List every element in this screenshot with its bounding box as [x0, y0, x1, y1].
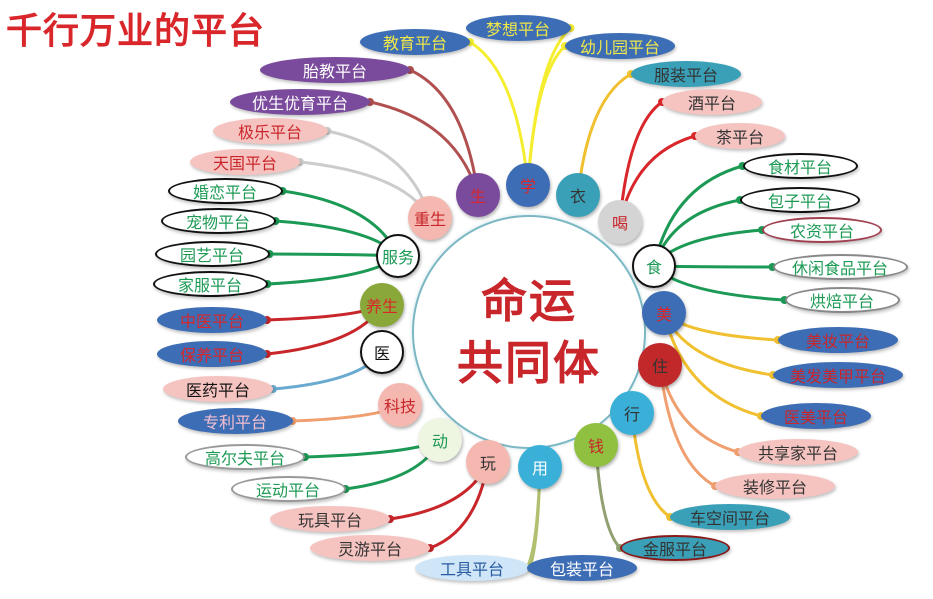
platform-node[interactable]: 休闲食品平台	[772, 254, 908, 280]
category-node[interactable]: 住	[638, 343, 682, 387]
center-text-line2: 共同体	[457, 336, 601, 390]
platform-node[interactable]: 胎教平台	[260, 57, 410, 83]
center-circle: 命运 共同体	[412, 215, 646, 449]
platform-node[interactable]: 园艺平台	[154, 241, 270, 267]
category-node[interactable]: 玩	[466, 440, 510, 484]
category-node[interactable]: 衣	[556, 173, 600, 217]
category-node[interactable]: 动	[418, 418, 462, 462]
platform-node[interactable]: 服装平台	[631, 61, 741, 87]
connector-arrow	[526, 26, 572, 186]
page-title: 千行万业的平台	[6, 11, 266, 52]
platform-node[interactable]: 家服平台	[152, 271, 268, 297]
platform-node[interactable]: 烘焙平台	[784, 287, 900, 313]
category-node[interactable]: 行	[610, 391, 654, 435]
platform-node[interactable]: 美妆平台	[778, 327, 898, 353]
platform-node[interactable]: 梦想平台	[465, 15, 571, 41]
platform-node[interactable]: 装修平台	[715, 473, 835, 499]
platform-node[interactable]: 优生优育平台	[230, 89, 370, 115]
platform-node[interactable]: 包装平台	[527, 555, 637, 581]
connector-arrow	[469, 40, 530, 186]
platform-node[interactable]: 保养平台	[157, 341, 267, 367]
platform-node[interactable]: 婚恋平台	[167, 178, 283, 204]
platform-node[interactable]: 农资平台	[762, 217, 882, 243]
platform-node[interactable]: 中医平台	[157, 307, 267, 333]
category-node[interactable]: 重生	[408, 196, 452, 240]
platform-node[interactable]: 医美平台	[761, 403, 871, 429]
platform-node[interactable]: 医药平台	[163, 376, 273, 402]
platform-node[interactable]: 极乐平台	[212, 118, 328, 144]
platform-node[interactable]: 天国平台	[190, 149, 300, 175]
category-node[interactable]: 生	[456, 173, 500, 217]
platform-node[interactable]: 玩具平台	[270, 506, 390, 532]
platform-node[interactable]: 金服平台	[620, 535, 730, 561]
platform-node[interactable]: 教育平台	[360, 29, 470, 55]
category-node[interactable]: 学	[506, 163, 550, 207]
platform-node[interactable]: 幼儿园平台	[565, 33, 675, 59]
category-node[interactable]: 用	[518, 445, 562, 489]
category-node[interactable]: 医	[360, 330, 404, 374]
platform-node[interactable]: 专利平台	[177, 408, 293, 434]
category-node[interactable]: 钱	[574, 423, 618, 467]
platform-node[interactable]: 茶平台	[695, 123, 785, 149]
category-node[interactable]: 科技	[378, 383, 422, 427]
platform-node[interactable]: 灵游平台	[310, 535, 430, 561]
platform-node[interactable]: 酒平台	[662, 89, 762, 115]
platform-node[interactable]: 宠物平台	[160, 208, 276, 234]
center-text-line1: 命运	[481, 274, 577, 328]
platform-node[interactable]: 工具平台	[414, 555, 530, 581]
connector-arrow	[526, 44, 567, 186]
platform-node[interactable]: 高尔夫平台	[185, 444, 305, 470]
category-node[interactable]: 喝	[598, 200, 642, 244]
category-node[interactable]: 养生	[360, 283, 404, 327]
category-node[interactable]: 美	[642, 291, 686, 335]
category-node[interactable]: 服务	[376, 234, 420, 278]
platform-node[interactable]: 共享家平台	[738, 439, 858, 465]
platform-node[interactable]: 包子平台	[740, 187, 860, 213]
platform-node[interactable]: 运动平台	[230, 476, 346, 502]
platform-node[interactable]: 美发美甲平台	[773, 362, 903, 388]
category-node[interactable]: 食	[632, 244, 676, 288]
platform-node[interactable]: 车空间平台	[670, 504, 790, 530]
platform-node[interactable]: 食材平台	[742, 153, 858, 179]
